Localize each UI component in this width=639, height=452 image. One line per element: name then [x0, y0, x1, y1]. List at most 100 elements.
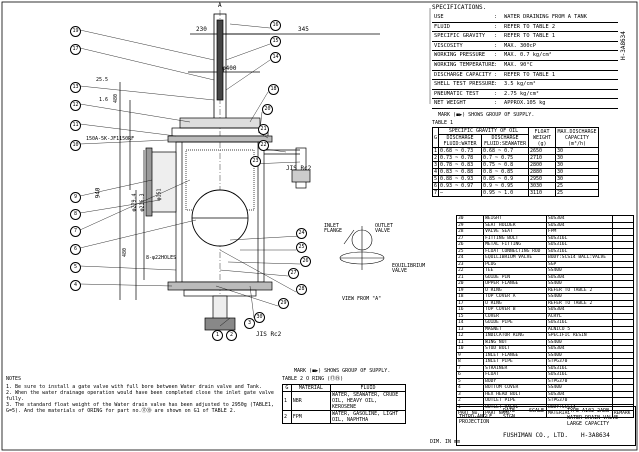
title-block: THIRD-ANGLE PROJECTION DATE SIGN SCALE T…: [456, 406, 636, 446]
table2-cell: 2: [282, 410, 292, 424]
valve-section-view: [119, 10, 380, 335]
table1-cell: 30: [555, 154, 600, 162]
table1-caption: TABLE 1: [432, 120, 454, 126]
spec-value: MAX. 90°C: [504, 61, 533, 68]
dim-480b: 480: [122, 247, 129, 258]
table1-cell: 3030: [528, 182, 557, 190]
dim-2163: φ216.3: [139, 193, 146, 212]
part-balloon: 15: [270, 36, 281, 47]
spec-colon: :: [494, 42, 498, 49]
spec-row: WORKING PRESSURE:MAX. 0.7 kg/cm²: [432, 51, 618, 61]
note-item: 3. The standard float weight of the Wate…: [6, 402, 274, 414]
note-item: 1. Be sure to install a gate valve with …: [6, 384, 262, 390]
part-balloon: 29: [278, 298, 289, 309]
t1-header-dis: DISCHARGE FLUID:WATER: [438, 134, 483, 148]
spec-colon: :: [494, 61, 498, 68]
spec-value: REFER TO TABLE 2: [504, 23, 556, 30]
part-balloon: 14: [270, 52, 281, 63]
part-balloon: 30: [254, 312, 265, 323]
view-from-a: [339, 226, 385, 270]
company-name: FUSHIMAN CO., LTD.: [503, 432, 569, 439]
dim-940: 940: [94, 187, 102, 199]
table1-cell: 0.7 ~ 0.75: [481, 154, 530, 162]
inlet-flange-label: INLET FLANGE: [324, 223, 343, 234]
dim-16: 1.6: [99, 97, 109, 103]
notes-heading: NOTES: [6, 376, 22, 382]
drawing-number: H-3A8634: [581, 432, 610, 439]
table1-cell: 2880: [528, 168, 557, 176]
type-label: TYPE A102-2ADB: [567, 408, 610, 414]
spec-value: APPROX.105 kg: [504, 100, 546, 107]
part-balloon: 7: [70, 226, 81, 237]
table1-cell: 7: [431, 189, 440, 197]
part-balloon: 3: [244, 318, 255, 329]
table1-cell: 0.88 ~ 0.93: [438, 175, 483, 183]
table1-cell: —: [438, 189, 483, 197]
table2-mark-note: MARK (◼▶) SHOWS GROUP OF SUPPLY.: [294, 368, 391, 374]
jis-rc2-upper: JIS Rc2: [286, 165, 312, 172]
spec-row: SPECIFIC GRAVITY:REFER TO TABLE 1: [432, 32, 618, 42]
part-balloon: 8: [70, 209, 81, 220]
parts-name: FLOAT CONNECTING ROD: [483, 247, 547, 255]
spec-label: PNEUMATIC TEST: [434, 90, 479, 97]
date-label: DATE: [503, 408, 516, 414]
drawing-number-side: H-3A8634: [620, 31, 627, 60]
spec-label: SHELL TEST PRESSURE: [434, 81, 495, 88]
dim-480a: 480: [113, 93, 120, 104]
part-balloon: 19: [70, 26, 81, 37]
table1-cell: 2950: [528, 175, 557, 183]
t1-header-float: FLOAT WEIGHT (g): [528, 127, 557, 148]
spec-value: REFER TO TABLE 1: [504, 33, 556, 40]
table1-cell: 30: [555, 168, 600, 176]
part-balloon: 13: [70, 82, 81, 93]
spec-label: DISCHARGE CAPACITY: [434, 71, 492, 78]
table1-cell: 0.9 ~ 0.95: [481, 182, 530, 190]
parts-header-no: PART No.: [455, 410, 485, 418]
spec-row: USE:WATER DRAINING FROM A TANK: [432, 13, 618, 23]
table1-cell: 25: [555, 189, 600, 197]
table1-cell: 2650: [528, 147, 557, 155]
parts-material: BODY:SCS14 BALL:VALVE: [545, 254, 613, 262]
spec-label: VISCOSITY: [434, 42, 463, 49]
spec-label: USE: [434, 14, 444, 20]
spec-colon: :: [494, 33, 498, 40]
spec-value: REFER TO TABLE 1: [504, 71, 556, 78]
part-balloon: 2: [226, 330, 237, 341]
projection-label: THIRD-ANGLE PROJECTION: [459, 414, 493, 425]
part-balloon: 18: [268, 84, 279, 95]
spec-label: WORKING TEMPERATURE: [434, 61, 495, 68]
spec-colon: :: [494, 71, 498, 78]
t1-header-dis2: DISCHARGE FLUID:SEAWATER: [481, 134, 530, 148]
spec-row: PNEUMATIC TEST:2.75 kg/cm²: [432, 90, 618, 100]
spec-value: WATER DRAINING FROM A TANK: [504, 14, 587, 20]
table1-cell: 0.75 ~ 0.8: [481, 161, 530, 169]
part-balloon: 10: [70, 140, 81, 151]
part-balloon: 12: [70, 100, 81, 111]
spec-value: MAX. 0.7 kg/cm²: [504, 52, 552, 59]
part-balloon: 23: [250, 156, 261, 167]
spec-colon: :: [494, 23, 498, 30]
dim-279: φ279.4: [131, 193, 138, 212]
dim-holes: 8-φ22HOLES: [146, 255, 177, 261]
spec-heading: SPECIFICATIONS.: [432, 4, 487, 11]
spec-value: 2.75 kg/cm²: [504, 90, 540, 97]
table1-cell: 0.68 ~ 0.7: [481, 147, 530, 155]
table2-cell: WATER, GASOLINE, LIGHT OIL, NAPHTHA: [330, 410, 406, 424]
spec-row: FLUID:REFER TO TABLE 2: [432, 23, 618, 33]
parts-header-remark: REMARK: [611, 410, 635, 418]
spec-colon: :: [494, 90, 498, 97]
